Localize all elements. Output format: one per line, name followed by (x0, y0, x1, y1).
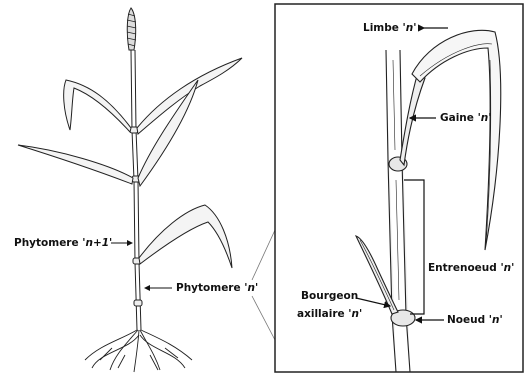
label-phytomere-n: Phytomere 'n' (176, 282, 258, 294)
label-limbe: Limbe 'n' (363, 22, 416, 34)
leaf-upper-left (64, 80, 131, 132)
main-stem (131, 50, 141, 330)
label-bourgeon-line1: Bourgeon (297, 290, 362, 302)
label-entrenoeud: Entrenoeud 'n' (428, 262, 514, 274)
leaf-middle-right (138, 80, 198, 186)
label-phytomere-n1: Phytomere 'n+1' (14, 237, 112, 249)
leaf-lower-right (139, 205, 232, 268)
label-bourgeon: Bourgeon axillaire 'n' (297, 290, 362, 320)
whole-plant-illustration (18, 8, 242, 372)
label-gaine: Gaine 'n' (440, 112, 491, 124)
roots (85, 330, 192, 372)
zoom-connector-bottom (252, 296, 275, 340)
label-bourgeon-line2: axillaire 'n' (297, 308, 362, 320)
zoom-connector-top (252, 230, 275, 280)
label-noeud: Noeud 'n' (447, 314, 503, 326)
leaf-middle-left (18, 145, 133, 184)
